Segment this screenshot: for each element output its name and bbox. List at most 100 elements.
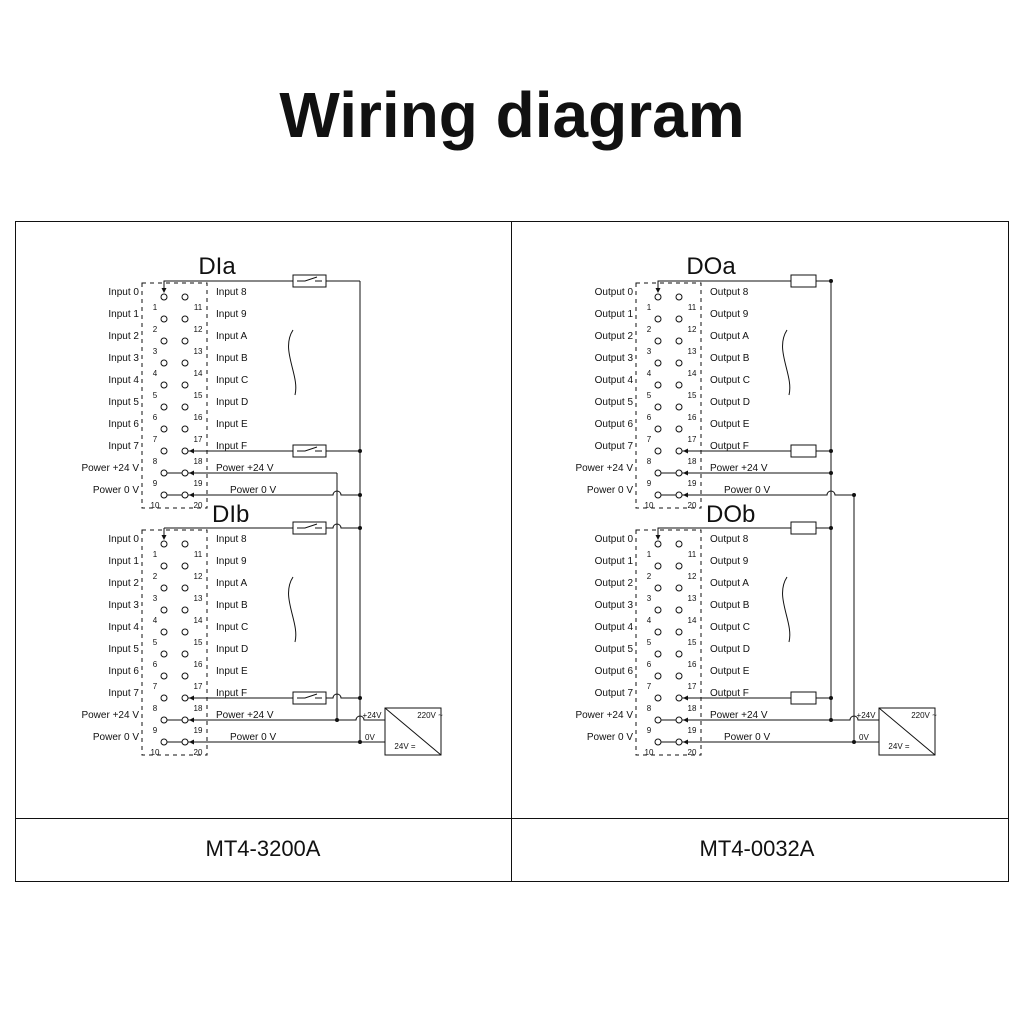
pin-number: 18 xyxy=(194,457,203,466)
terminal-right xyxy=(181,359,189,367)
terminal-label-left: Power 0 V xyxy=(587,485,633,496)
supply-zero-label: 0V xyxy=(859,733,869,742)
module-title: DOb xyxy=(706,501,755,528)
pin-number: 10 xyxy=(151,501,160,510)
pin-number: 2 xyxy=(647,572,652,581)
terminal-left xyxy=(654,672,662,680)
pin-number: 5 xyxy=(647,391,652,400)
wire-load-top xyxy=(657,280,831,289)
terminal-right xyxy=(675,716,683,724)
pin-number: 19 xyxy=(688,726,697,735)
switch-icon xyxy=(292,444,327,458)
wire-0v xyxy=(188,490,360,496)
terminal-left xyxy=(160,672,168,680)
terminal-left xyxy=(160,447,168,455)
terminal-label-right: Input 9 xyxy=(216,309,247,320)
pin-number: 15 xyxy=(194,391,203,400)
pin-number: 13 xyxy=(194,594,203,603)
pin-number: 16 xyxy=(688,413,697,422)
terminal-left xyxy=(654,562,662,570)
terminal-label-right: Input C xyxy=(216,375,248,386)
terminal-left xyxy=(654,447,662,455)
terminal-left xyxy=(654,650,662,658)
pin-number: 1 xyxy=(153,550,158,559)
terminal-label-left: Output 1 xyxy=(595,309,634,320)
pin-number: 3 xyxy=(153,347,158,356)
switch-contact xyxy=(297,276,322,282)
wire-load-top xyxy=(163,280,360,289)
junction-dot xyxy=(358,526,362,530)
terminal-right xyxy=(181,315,189,323)
terminal-label-right: Output E xyxy=(710,666,750,677)
terminal-left xyxy=(160,584,168,592)
supply-ac-label: 220V ~ xyxy=(911,711,937,720)
terminal-right xyxy=(181,293,189,301)
terminal-left xyxy=(654,738,662,746)
terminal-label-right: Power +24 V xyxy=(216,710,274,721)
terminal-left xyxy=(654,381,662,389)
terminal-left xyxy=(160,650,168,658)
terminal-left xyxy=(160,694,168,702)
terminal-label-right: Output A xyxy=(710,331,749,342)
terminal-label-left: Output 3 xyxy=(595,600,634,611)
terminal-left xyxy=(654,315,662,323)
pin-number: 20 xyxy=(688,748,697,757)
pin-number: 7 xyxy=(647,435,652,444)
terminal-right xyxy=(675,540,683,548)
terminal-right xyxy=(181,469,189,477)
terminal-label-right: Power +24 V xyxy=(216,463,274,474)
terminal-label-right: Input A xyxy=(216,578,247,589)
load-resistor-icon xyxy=(790,444,817,458)
wire-24v xyxy=(188,715,385,721)
pin-number: 7 xyxy=(153,682,158,691)
terminal-label-left: Output 3 xyxy=(595,353,634,364)
pin-number: 1 xyxy=(647,550,652,559)
pin-number: 12 xyxy=(688,325,697,334)
terminal-right xyxy=(675,628,683,636)
terminal-right xyxy=(181,540,189,548)
pin-number: 13 xyxy=(688,594,697,603)
terminal-right xyxy=(181,694,189,702)
pin-number: 3 xyxy=(647,594,652,603)
terminal-left xyxy=(654,540,662,548)
pin-number: 2 xyxy=(647,325,652,334)
switch-contact xyxy=(297,446,322,452)
terminal-right xyxy=(675,337,683,345)
supply-dc-label: 24V = xyxy=(394,742,415,751)
pin-number: 5 xyxy=(647,638,652,647)
terminal-label-right: Output 8 xyxy=(710,534,749,545)
terminal-right xyxy=(181,403,189,411)
terminal-right xyxy=(181,381,189,389)
terminal-label-right: Input F xyxy=(216,688,247,699)
terminal-label-left: Power 0 V xyxy=(587,732,633,743)
page-title: Wiring diagram xyxy=(279,79,745,151)
pin-number: 1 xyxy=(647,303,652,312)
pin-number: 11 xyxy=(688,303,697,312)
pin-number: 14 xyxy=(194,369,203,378)
switch-icon xyxy=(292,274,327,288)
junction-dot xyxy=(829,718,833,722)
terminal-label-left: Output 6 xyxy=(595,419,634,430)
terminal-right xyxy=(181,628,189,636)
terminal-right xyxy=(675,672,683,680)
terminal-label-left: Power 0 V xyxy=(93,732,139,743)
terminal-left xyxy=(654,584,662,592)
junction-dot xyxy=(829,279,833,283)
terminal-left xyxy=(160,315,168,323)
pin-number: 11 xyxy=(194,550,203,559)
terminal-left xyxy=(160,293,168,301)
terminal-label-right: Input E xyxy=(216,419,248,430)
junction-dot xyxy=(829,696,833,700)
pin-number: 15 xyxy=(194,638,203,647)
terminal-right xyxy=(675,359,683,367)
terminal-left xyxy=(654,606,662,614)
terminal-label-right: Output B xyxy=(710,353,750,364)
terminal-label-right: Output D xyxy=(710,397,750,408)
terminal-label-left: Input 4 xyxy=(108,622,139,633)
junction-dot xyxy=(829,526,833,530)
terminal-label-left: Output 7 xyxy=(595,441,634,452)
supply-plus-label: +24V xyxy=(857,711,877,720)
terminal-right xyxy=(675,562,683,570)
terminal-left xyxy=(160,606,168,614)
